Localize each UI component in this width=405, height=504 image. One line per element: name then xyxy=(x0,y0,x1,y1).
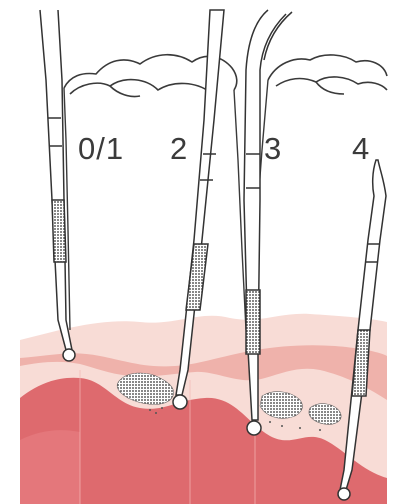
tooth-crowns xyxy=(64,55,387,97)
probe-label-2: 2 xyxy=(170,133,188,164)
bone-shading xyxy=(20,430,80,504)
probe-label-4: 4 xyxy=(352,133,370,164)
probe-label-0-1: 0/1 xyxy=(78,133,124,164)
probe-label-3: 3 xyxy=(264,133,282,164)
tooth-roots xyxy=(64,80,268,330)
